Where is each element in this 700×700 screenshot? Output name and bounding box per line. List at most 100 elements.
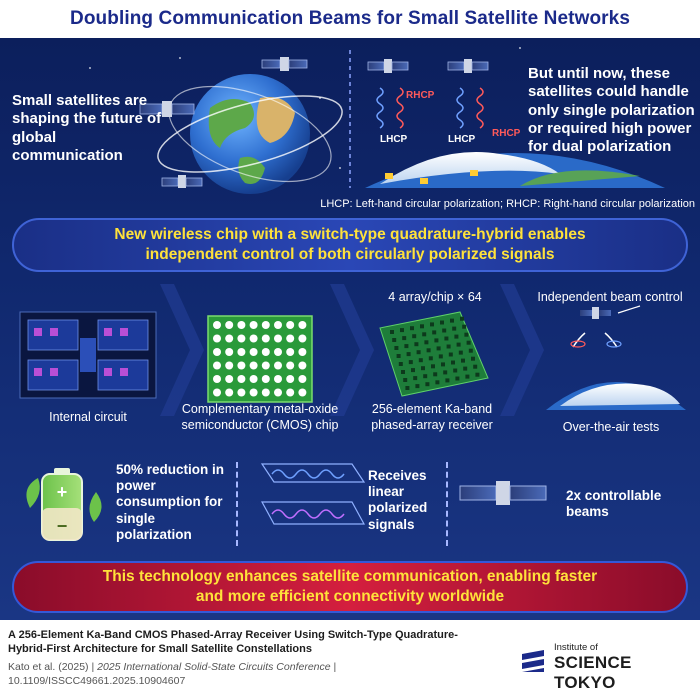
array-element	[424, 340, 429, 345]
array-element	[465, 374, 470, 379]
chip-pad	[286, 334, 295, 343]
chip-pad	[249, 334, 258, 343]
array-element	[428, 356, 433, 361]
power-benefit-text: 50% reduction in power consumption for s…	[116, 462, 225, 542]
array-element	[441, 362, 445, 367]
logo-mark-icon	[522, 650, 544, 672]
array-element	[405, 386, 410, 390]
chip-pad	[225, 334, 234, 343]
array-element	[458, 350, 463, 355]
chip-pad	[286, 375, 295, 383]
satellite-icon	[447, 59, 489, 73]
array-element	[454, 334, 459, 339]
array-element	[452, 326, 457, 331]
array-element	[392, 338, 397, 342]
array-element	[433, 372, 438, 377]
chip-pad	[274, 334, 282, 343]
chip-pad	[237, 361, 246, 370]
array-element	[390, 330, 394, 334]
chip-pad	[298, 321, 307, 329]
chip-pad	[225, 388, 234, 397]
battery-icon: + −	[26, 468, 102, 541]
space-panel: + − Small satellites are shaping the fut…	[0, 38, 700, 620]
chip-pad	[274, 348, 282, 356]
array-element	[453, 368, 458, 373]
internal-circuit-caption: Internal circuit	[49, 410, 127, 424]
array-element	[416, 350, 421, 355]
array-element	[475, 372, 480, 377]
chip-pad	[261, 321, 270, 329]
array-element	[398, 362, 403, 366]
array-element	[463, 366, 468, 371]
internal-circuit-diagram	[19, 311, 157, 399]
array-element	[444, 336, 449, 341]
array-element	[464, 332, 469, 337]
earth-surface-illustration	[365, 152, 665, 188]
linear-polarization-icon	[260, 463, 366, 525]
phased-array-board	[379, 311, 489, 397]
chip-pad	[237, 388, 246, 397]
chip-pad	[213, 388, 221, 397]
chip-pad	[249, 321, 258, 329]
chip-pad	[274, 375, 282, 383]
paper-doi: 10.1109/ISSCC49661.2025.10904607	[8, 675, 186, 688]
array-element	[448, 352, 453, 357]
chip-pad	[225, 361, 234, 370]
chip-pad	[298, 334, 307, 343]
chip-pad	[213, 334, 221, 343]
intro-left-text: Small satellites are shaping the future …	[12, 92, 162, 164]
satellite-icon	[161, 175, 203, 188]
array-element	[473, 364, 478, 369]
array-element	[423, 374, 428, 379]
array-element	[422, 332, 427, 337]
array-element	[438, 354, 443, 359]
footer: A 256-Element Ka-Band CMOS Phased-Array …	[0, 620, 700, 700]
highlight-line-1: New wireless chip with a switch-type qua…	[114, 225, 586, 243]
paper-venue: 2025 International Solid-State Circuits …	[97, 661, 331, 673]
chip-pad	[249, 361, 258, 370]
conclusion-line-2: and more efficient connectivity worldwid…	[195, 588, 505, 605]
cmos-caption-line-1: Complementary metal-oxide	[181, 402, 339, 416]
chip-pad	[225, 375, 234, 383]
chip-pad	[286, 348, 295, 356]
space-artwork: + −	[19, 47, 686, 541]
array-element	[404, 344, 409, 349]
array-element	[435, 380, 440, 385]
array-element	[425, 382, 430, 387]
array-element	[432, 330, 437, 335]
satellite-icon	[139, 101, 195, 117]
rhcp-label: RHCP	[492, 128, 521, 139]
logo-big-text: SCIENCE TOKYO	[554, 653, 632, 692]
array-element	[460, 316, 464, 321]
array-element	[468, 348, 473, 353]
cmos-caption-line-2: semiconductor (CMOS) chip	[181, 417, 339, 432]
intro-right-text: But until now, these satellites could ha…	[528, 65, 695, 156]
array-element	[413, 376, 418, 381]
array-element	[418, 358, 423, 363]
array-element	[412, 334, 417, 339]
institution-logo: Institute of SCIENCE TOKYO	[518, 642, 698, 692]
array-element	[402, 336, 407, 341]
array-element	[450, 318, 454, 323]
array-element	[466, 340, 471, 345]
chip-pad	[249, 375, 258, 383]
array-element	[431, 364, 435, 369]
svg-text:+: +	[57, 482, 68, 502]
array-element	[414, 342, 419, 347]
array-element	[440, 320, 444, 325]
logo-small-text: Institute of	[554, 642, 598, 653]
highlight-line-2: independent control of both circularly p…	[145, 246, 555, 263]
chip-pad	[274, 321, 282, 329]
chip-pad	[249, 348, 258, 356]
rhcp-label: RHCP	[406, 90, 435, 101]
chip-pad	[286, 321, 295, 329]
array-element	[408, 360, 413, 365]
highlight-banner: New wireless chip with a switch-type qua…	[12, 218, 688, 272]
array-element	[430, 322, 434, 327]
array-element	[446, 344, 451, 349]
divider	[446, 462, 448, 546]
chip-pad	[237, 375, 246, 383]
linear-benefit-text: Receives linear polarized signals	[368, 468, 428, 532]
title-bar: Doubling Communication Beams for Small S…	[0, 0, 700, 38]
